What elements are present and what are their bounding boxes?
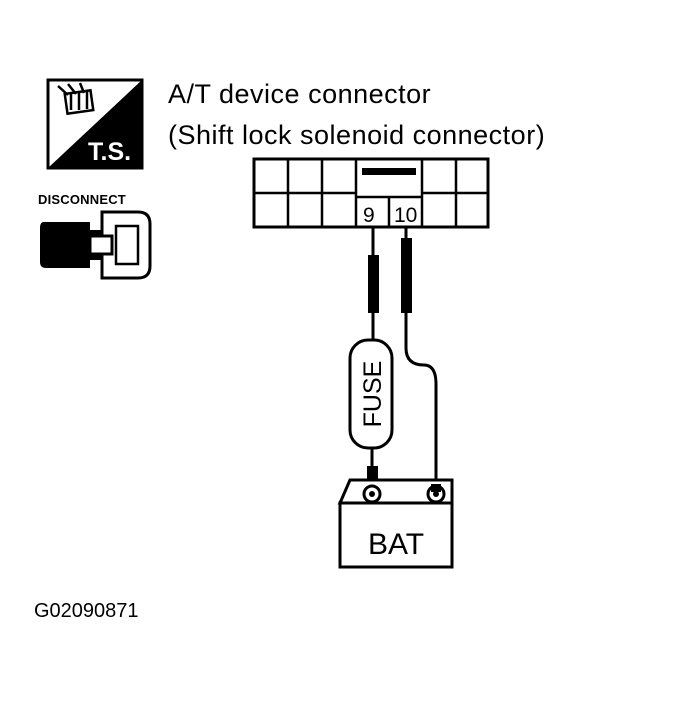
connector-face — [252, 157, 490, 229]
fuse-label: FUSE — [359, 361, 387, 428]
connector-pin-9: 9 — [363, 204, 375, 227]
title-line-1: A/T device connector — [168, 79, 431, 109]
fuse-icon: FUSE — [348, 338, 394, 480]
battery-label: BAT — [368, 528, 424, 561]
disconnect-label: DISCONNECT — [38, 192, 126, 207]
figure-id: G02090871 — [34, 600, 139, 622]
battery-icon: BAT — [337, 478, 454, 569]
title-line-2: (Shift lock solenoid connector) — [168, 120, 545, 150]
connector-pin-10: 10 — [394, 204, 417, 227]
connector-lock-tab — [362, 168, 416, 175]
probe-lead-pin-10 — [401, 227, 438, 490]
test-probe-icon: T.S. — [46, 78, 144, 170]
probe-lead-pin-9 — [368, 227, 379, 340]
disconnect-connector-icon: DISCONNECT — [38, 192, 152, 280]
ts-badge-label: T.S. — [88, 138, 131, 166]
